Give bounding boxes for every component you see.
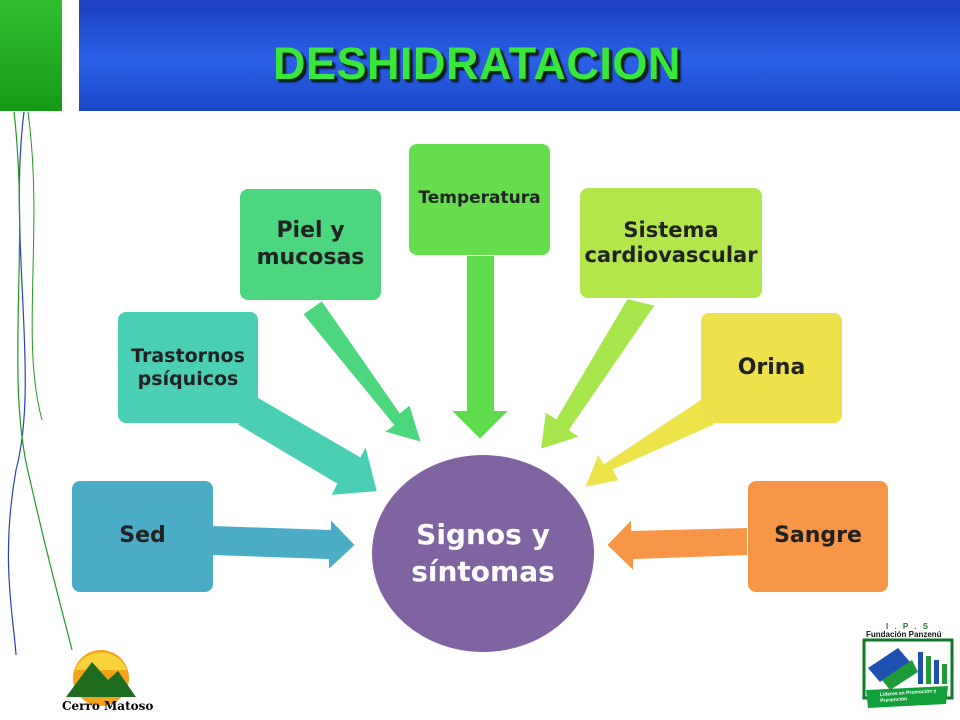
title-bar — [79, 0, 960, 111]
arrow-sangre — [604, 515, 749, 575]
arrow-temperatura — [447, 254, 513, 442]
decorative-line-green — [13, 111, 73, 651]
node-trastornos: Trastornos psíquicos — [118, 312, 258, 423]
node-sangre-label: Sangre — [774, 523, 862, 549]
node-sed-label: Sed — [119, 523, 166, 549]
node-cardio: Sistema cardiovascular — [580, 188, 762, 298]
node-temperatura-label: Temperatura — [418, 188, 541, 208]
node-cardio-label: Sistema cardiovascular — [584, 217, 758, 267]
hub-signos-sintomas: Signos y síntomas — [372, 455, 594, 652]
decorative-line-green-2 — [27, 111, 43, 421]
node-trastornos-label: Trastornos psíquicos — [131, 344, 245, 390]
arrow-orina — [582, 396, 717, 490]
panzenu-ips-text: I . P . S — [886, 622, 931, 631]
slide-title: DESHIDRATACION — [273, 38, 681, 89]
node-temperatura: Temperatura — [409, 144, 550, 255]
node-sangre: Sangre — [748, 481, 888, 592]
cerro-matoso-logo — [66, 650, 136, 706]
node-piel: Piel y mucosas — [240, 189, 381, 300]
node-piel-label: Piel y mucosas — [256, 218, 365, 270]
cerro-matoso-text: Cerro Matoso — [62, 699, 154, 713]
panzenu-name-text: Fundación Panzenú — [866, 630, 942, 639]
node-orina: Orina — [701, 313, 842, 423]
node-orina-label: Orina — [737, 354, 806, 380]
decorative-line-blue — [7, 111, 26, 656]
panzenu-logo — [862, 638, 954, 708]
arrow-trastornos — [235, 393, 380, 498]
arrow-piel — [300, 298, 424, 445]
node-sed: Sed — [72, 481, 213, 592]
arrow-sed — [211, 515, 358, 574]
hub-label: Signos y síntomas — [411, 518, 555, 588]
arrow-cardio — [538, 296, 658, 452]
header-green-block — [0, 0, 62, 111]
